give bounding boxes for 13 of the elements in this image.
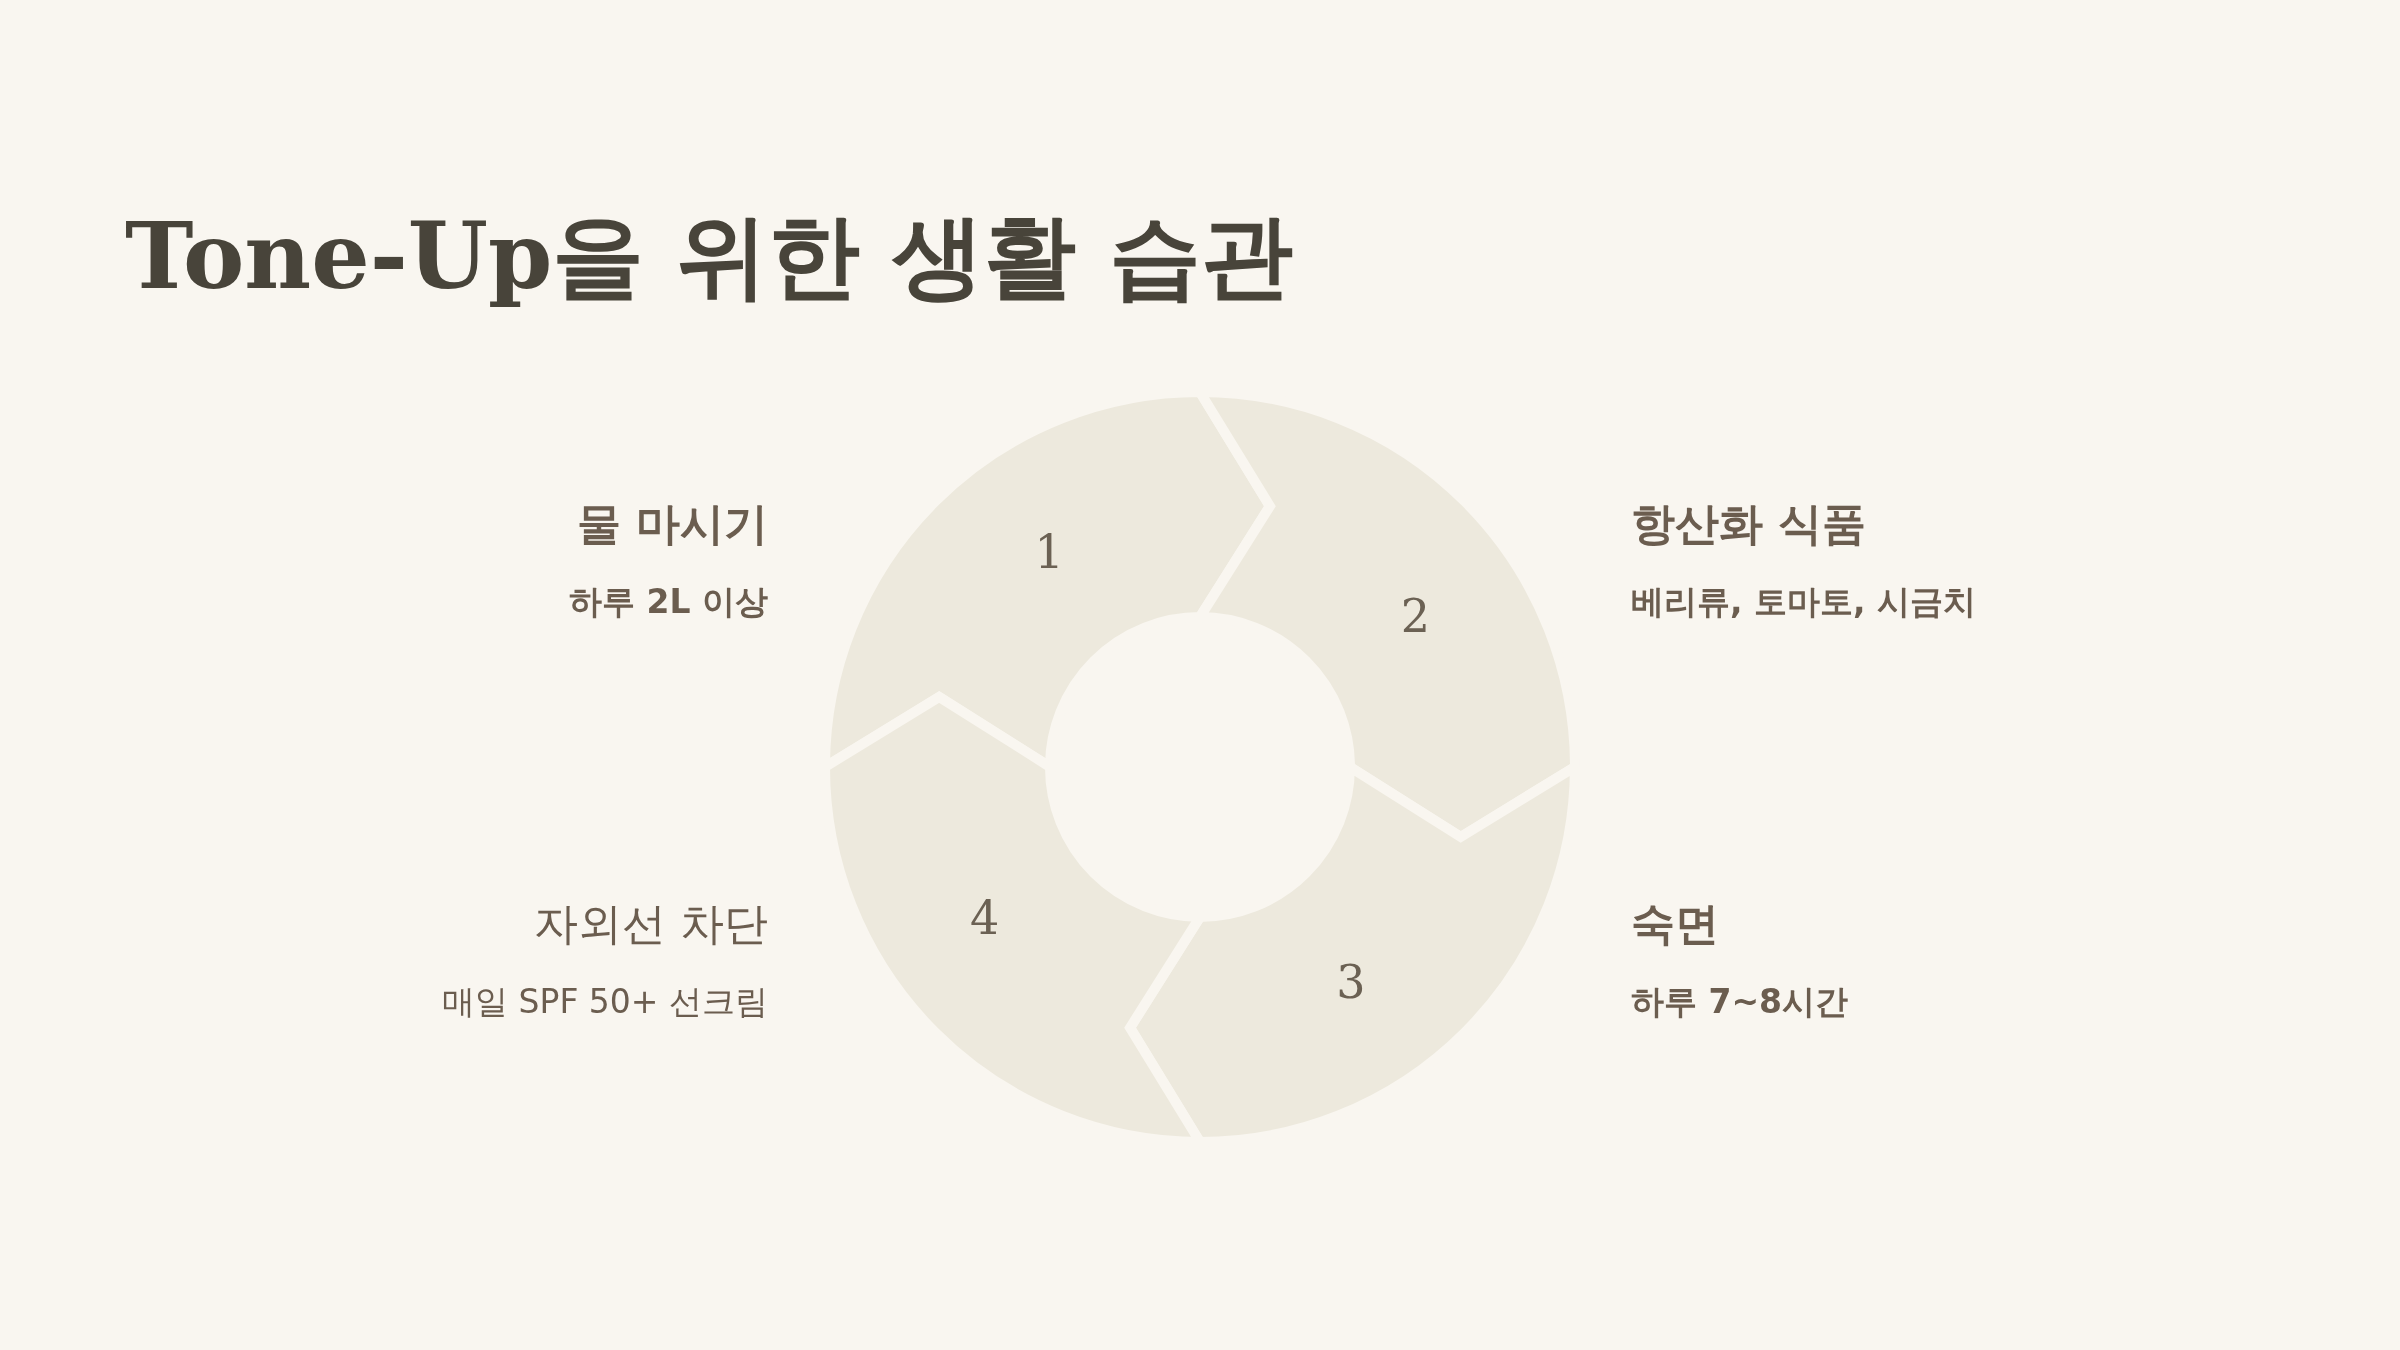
- step-heading: 물 마시기: [576, 497, 768, 551]
- step-description: 하루 7~8시간: [1631, 981, 1849, 1023]
- step-description: 베리류, 토마토, 시금치: [1631, 581, 1977, 623]
- step-heading: 항산화 식품: [1631, 497, 1867, 551]
- step-description: 매일 SPF 50+ 선크림: [442, 981, 768, 1023]
- step-number: 2: [1400, 589, 1431, 644]
- step-number: 3: [1336, 955, 1366, 1010]
- step-heading: 자외선 차단: [534, 897, 768, 951]
- title-heading: Tone-Up을 위한 생활 습관: [125, 201, 1293, 312]
- step-description: 하루 2L 이상: [569, 581, 768, 623]
- step-heading: 숙면: [1631, 897, 1719, 951]
- step-number: 1: [1034, 524, 1064, 579]
- step-number: 4: [969, 890, 1000, 945]
